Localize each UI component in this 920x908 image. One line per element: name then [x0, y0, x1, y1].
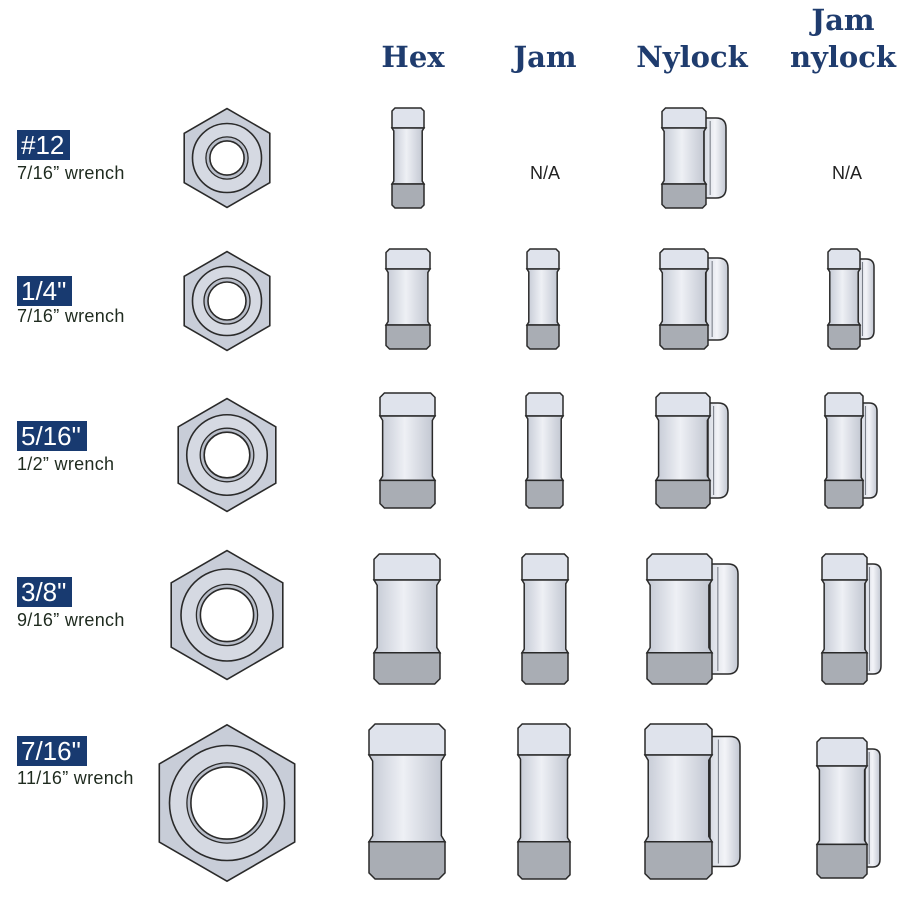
wrench-size-3-8: 9/16” wrench — [17, 610, 125, 630]
size-badge-3-8: 3/8" — [17, 577, 73, 607]
jam-nut-side-icon-3-8 — [520, 553, 570, 685]
size-badge-1-4: 1/4" — [17, 276, 73, 306]
column-header-jam-nylock-line2: nylock — [789, 40, 897, 74]
jam-nylock-nut-side-icon-7-16 — [815, 737, 869, 879]
hex-nut-top-icon-7-16 — [158, 723, 296, 883]
hex-nut-side-icon-1-4 — [384, 248, 432, 350]
jam-nut-side-icon-5-16 — [524, 392, 565, 509]
hex-nut-side-icon-5-16 — [378, 392, 437, 509]
nylock-cap-icon-1-4 — [705, 257, 729, 341]
jam-nylock-nut-side-icon-1-4 — [826, 248, 862, 350]
size-badge-5-16: 5/16" — [17, 421, 87, 451]
wrench-size-7-16: 11/16” wrench — [17, 768, 134, 788]
wrench-size-5-16: 1/2” wrench — [17, 454, 115, 474]
jam-nylock-cap-icon-5-16 — [860, 402, 878, 499]
na-jam-nylock-12: N/A — [831, 163, 862, 183]
jam-nut-side-icon-7-16 — [516, 723, 572, 880]
wrench-size-1-4: 7/16” wrench — [17, 306, 125, 326]
na-jam-12: N/A — [529, 163, 560, 183]
jam-nylock-cap-icon-7-16 — [864, 748, 881, 868]
column-header-jam-nylock-line1: Jam — [811, 3, 875, 37]
jam-nut-side-icon-1-4 — [525, 248, 561, 350]
hex-nut-top-icon-5-16 — [177, 397, 277, 513]
jam-nylock-cap-icon-3-8 — [864, 563, 882, 675]
column-header-nylock: Nylock — [636, 40, 748, 74]
hex-nut-side-icon-12 — [390, 107, 426, 209]
nylock-cap-icon-3-8 — [709, 563, 739, 675]
jam-nylock-cap-icon-1-4 — [857, 258, 875, 340]
hex-nut-top-icon-1-4 — [183, 250, 271, 352]
jam-nylock-nut-side-icon-3-8 — [820, 553, 869, 685]
nylock-nut-side-icon-1-4 — [658, 248, 710, 350]
jam-nylock-nut-side-icon-5-16 — [823, 392, 865, 509]
nylock-nut-side-icon-7-16 — [643, 723, 714, 880]
size-badge-7-16: 7/16" — [17, 736, 87, 766]
hex-nut-side-icon-7-16 — [367, 723, 447, 880]
nylock-nut-side-icon-12 — [660, 107, 708, 209]
hex-nut-side-icon-3-8 — [372, 553, 442, 685]
nylock-cap-icon-5-16 — [707, 402, 729, 499]
hex-nut-top-icon-12 — [183, 107, 271, 209]
nylock-nut-side-icon-3-8 — [645, 553, 714, 685]
size-badge-12: #12 — [17, 130, 71, 160]
nylock-nut-side-icon-5-16 — [654, 392, 712, 509]
nylock-cap-icon-12 — [703, 117, 727, 199]
hex-nut-top-icon-3-8 — [170, 549, 284, 681]
column-header-jam: Jam — [513, 40, 577, 74]
column-header-hex: Hex — [381, 40, 445, 74]
wrench-size-12: 7/16” wrench — [17, 163, 125, 183]
nylock-cap-icon-7-16 — [709, 735, 741, 868]
